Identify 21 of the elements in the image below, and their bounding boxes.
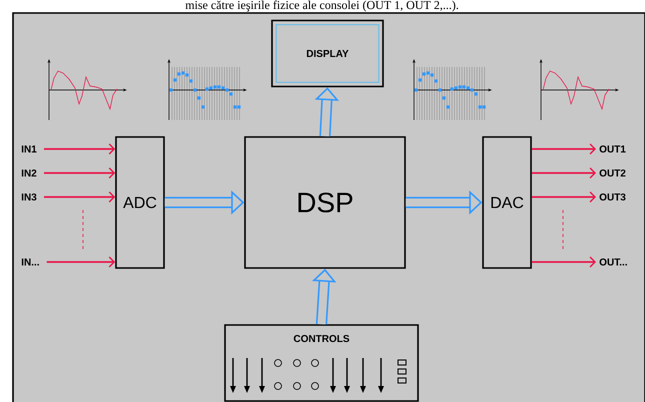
arrow (532, 168, 596, 178)
processor-box: DSP (244, 136, 406, 269)
arrow (46, 256, 116, 268)
control-panel-box: CONTROLS (224, 324, 419, 402)
output-label: OUT2 (600, 169, 626, 177)
output-label: OUT3 (600, 193, 626, 201)
arrow (44, 168, 116, 178)
arrow (532, 256, 596, 268)
display-box: DISPLAY (271, 20, 384, 88)
input-label: IN2 (22, 170, 36, 176)
converter-box: DAC (482, 136, 532, 269)
input-label: IN... (22, 258, 39, 266)
arrow (44, 192, 116, 202)
input-label: IN3 (22, 193, 36, 201)
arrow (44, 144, 116, 154)
output-label: OUT1 (600, 145, 626, 153)
arrow (532, 192, 596, 202)
input-label: IN1 (22, 146, 36, 152)
output-label: OUT... (600, 258, 627, 266)
arrow (532, 144, 596, 154)
converter-box: ADC (115, 136, 165, 269)
